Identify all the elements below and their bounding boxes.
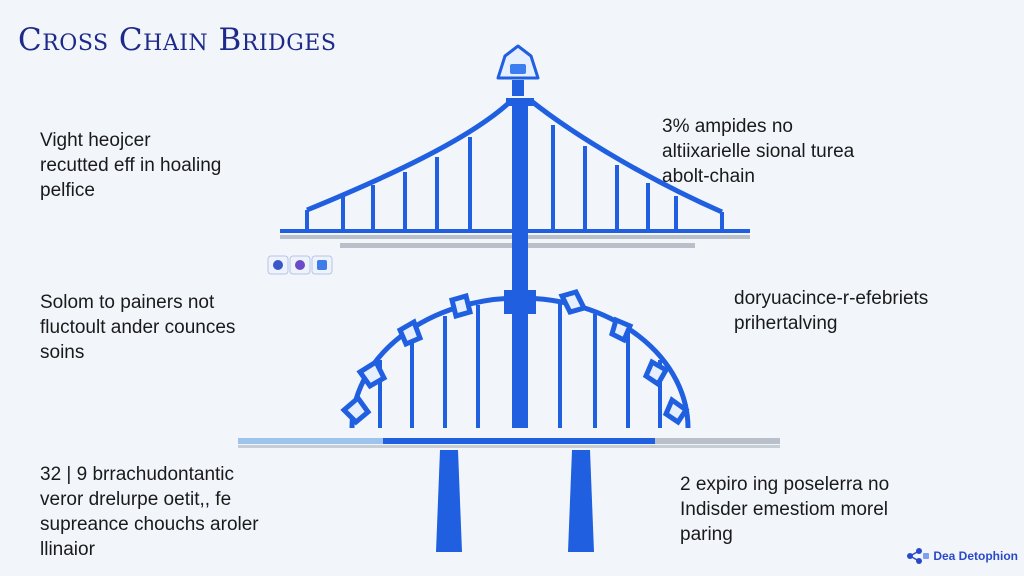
note-line: paring: [680, 524, 733, 545]
note-mid-right: doryuacince-r-efebriets prihertalving: [734, 286, 928, 336]
note-top-left: Vight heojcer recutted eff in hoaling pe…: [40, 128, 221, 203]
watermark: Dea Detophion: [905, 546, 1018, 566]
watermark-text: Dea Detophion: [933, 549, 1018, 563]
note-top-right: 3% ampides no altiixarielle sional turea…: [662, 114, 854, 189]
page-title: Cross Chain Bridges: [18, 22, 337, 58]
central-tower: [504, 98, 536, 428]
note-line: llinaior: [40, 539, 95, 560]
chain-crest-icon: [496, 44, 540, 96]
note-bottom-right: 2 expiro ing poselerra no Indisder emest…: [680, 472, 889, 547]
bridge-piers: [436, 450, 594, 552]
note-line: Vight heojcer: [40, 130, 151, 151]
network-icon: [907, 548, 930, 564]
note-line: soins: [40, 342, 85, 363]
note-line: 2 expiro ing poselerra no: [680, 474, 890, 495]
note-line: altiixarielle sional turea: [662, 141, 855, 162]
note-line: 32 | 9 brrachudontantic: [40, 464, 235, 485]
note-line: fluctoult ander counces: [40, 317, 236, 338]
note-line: 3% ampides no: [662, 116, 793, 137]
note-line: veror drelurpe oetit,, fe: [40, 489, 232, 510]
note-line: recutted eff in hoaling: [40, 155, 222, 176]
note-mid-left: Solom to painers not fluctoult ander cou…: [40, 290, 235, 365]
lower-deck: [238, 438, 780, 448]
note-line: prihertalving: [734, 313, 838, 334]
note-line: Indisder emestiom morel: [680, 499, 889, 520]
note-line: supreance chouchs aroler: [40, 514, 259, 535]
note-line: doryuacince-r-efebriets: [734, 288, 929, 309]
note-line: abolt-chain: [662, 166, 755, 187]
token-icons: [267, 255, 333, 275]
note-line: Solom to painers not: [40, 292, 215, 313]
note-bottom-left: 32 | 9 brrachudontantic veror drelurpe o…: [40, 462, 259, 562]
gear-arch: [340, 289, 691, 429]
note-line: pelfice: [40, 180, 95, 201]
